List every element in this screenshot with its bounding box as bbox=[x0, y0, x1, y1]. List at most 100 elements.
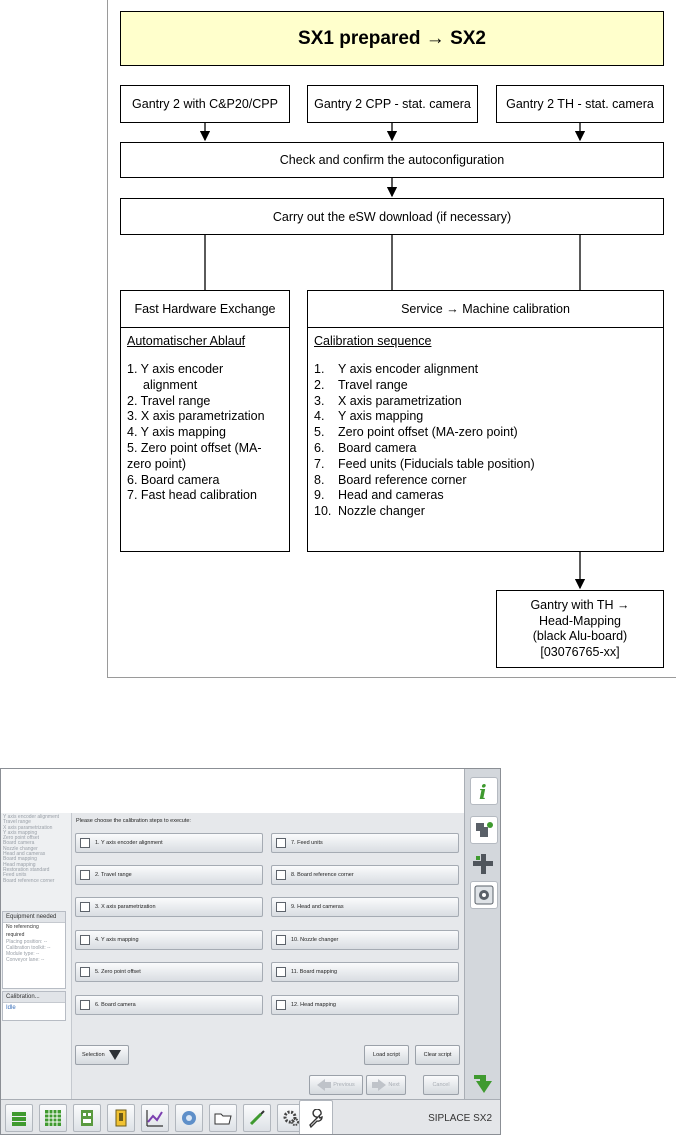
step-checkbox[interactable] bbox=[276, 838, 286, 848]
load-script-button[interactable]: Load script bbox=[364, 1045, 409, 1065]
clear-script-button[interactable]: Clear script bbox=[415, 1045, 460, 1065]
left-step-item: Travel range bbox=[3, 819, 31, 826]
service-item-number: 6. bbox=[314, 440, 325, 455]
service-item: 4.Y axis mapping bbox=[314, 409, 657, 425]
chart-icon[interactable] bbox=[141, 1104, 169, 1132]
step-label: 11. Board mapping bbox=[291, 969, 338, 975]
calibration-prompt: Please choose the calibration steps to e… bbox=[76, 818, 191, 824]
board-icon[interactable] bbox=[73, 1104, 101, 1132]
left-step-item: Feed units bbox=[3, 872, 27, 879]
box-check-text: Check and confirm the autoconfiguration bbox=[279, 153, 505, 167]
step-checkbox[interactable] bbox=[276, 870, 286, 880]
step-button[interactable]: 4. Y axis mapping bbox=[75, 930, 263, 950]
step-label: 1. Y axis encoder alignment bbox=[95, 840, 163, 846]
grid-icon[interactable] bbox=[39, 1104, 67, 1132]
step-checkbox[interactable] bbox=[276, 967, 286, 977]
fhe-list: 1. Y axis encoder alignment 2. Travel ra… bbox=[127, 362, 283, 504]
service-item: 7.Feed units (Fiducials table position) bbox=[314, 457, 657, 473]
fhe-item: alignment bbox=[143, 377, 198, 392]
box-gantry-th-head-mapping: Gantry with TH → Head-Mapping (black Alu… bbox=[496, 590, 664, 668]
step-button[interactable]: 2. Travel range bbox=[75, 865, 263, 885]
box-gantry2-th: Gantry 2 TH - stat. camera bbox=[496, 85, 664, 123]
service-item-number: 2. bbox=[314, 377, 325, 392]
service-item-number: 10. bbox=[314, 504, 332, 519]
calibration-status: Idle bbox=[6, 1005, 16, 1011]
box-gantry2-cpp: Gantry 2 CPP - stat. camera bbox=[307, 85, 478, 123]
step-checkbox[interactable] bbox=[276, 902, 286, 912]
camera-settings-icon[interactable] bbox=[470, 881, 498, 909]
previous-label: Previous bbox=[333, 1082, 355, 1088]
next-button[interactable]: Next bbox=[366, 1075, 406, 1095]
step-checkbox[interactable] bbox=[276, 935, 286, 945]
step-button[interactable]: 6. Board camera bbox=[75, 995, 263, 1015]
fhe-item: 3. X axis parametrization bbox=[127, 409, 265, 424]
step-button[interactable]: 12. Head mapping bbox=[271, 995, 459, 1015]
step-checkbox[interactable] bbox=[276, 1000, 286, 1010]
selection-button[interactable]: Selection bbox=[75, 1045, 129, 1065]
fhe-header-text: Fast Hardware Exchange bbox=[134, 302, 276, 316]
step-button[interactable]: 5. Zero point offset bbox=[75, 962, 263, 982]
step-button[interactable]: 8. Board reference corner bbox=[271, 865, 459, 885]
equipment-sub: Conveyor lane: -- bbox=[6, 957, 45, 963]
step-label: 7. Feed units bbox=[291, 840, 323, 846]
stack-icon[interactable] bbox=[5, 1104, 33, 1132]
step-checkbox[interactable] bbox=[80, 1000, 90, 1010]
service-item-number: 9. bbox=[314, 488, 325, 503]
service-item-label: Head and cameras bbox=[338, 488, 444, 503]
step-checkbox[interactable] bbox=[80, 935, 90, 945]
step-checkbox[interactable] bbox=[80, 902, 90, 912]
arrow-left-icon bbox=[317, 1079, 332, 1091]
service-item-label: Feed units (Fiducials table position) bbox=[338, 456, 535, 471]
folder-icon[interactable] bbox=[209, 1104, 237, 1132]
equipment-line: No referencing bbox=[6, 924, 39, 930]
service-item-label: Y axis encoder alignment bbox=[338, 362, 479, 376]
equipment-panel: Equipment needed No referencing required… bbox=[2, 911, 66, 989]
vision-icon[interactable] bbox=[175, 1104, 203, 1132]
fhe-item: 6. Board camera bbox=[127, 472, 220, 487]
cancel-button[interactable]: Cancel bbox=[423, 1075, 459, 1095]
left-step-item: Nozzle changer bbox=[3, 845, 38, 852]
box-gantry2-cpp-text: Gantry 2 CPP - stat. camera bbox=[314, 96, 471, 111]
axis-calibration-icon[interactable] bbox=[470, 816, 498, 844]
brand-label: SIPLACE SX2 bbox=[428, 1113, 492, 1124]
equipment-sub: Placing position: -- bbox=[6, 939, 48, 945]
step-checkbox[interactable] bbox=[80, 967, 90, 977]
step-checkbox[interactable] bbox=[80, 870, 90, 880]
step-checkbox[interactable] bbox=[80, 838, 90, 848]
step-button[interactable]: 3. X axis parametrization bbox=[75, 897, 263, 917]
box-esw-text: Carry out the eSW download (if necessary… bbox=[272, 209, 512, 224]
info-icon[interactable]: i bbox=[470, 777, 498, 805]
service-item: 5.Zero point offset (MA-zero point) bbox=[314, 425, 657, 441]
previous-button[interactable]: Previous bbox=[309, 1075, 363, 1095]
service-item-label: Zero point offset (MA-zero point) bbox=[338, 425, 518, 440]
service-item-label: Board camera bbox=[338, 440, 417, 455]
nozzle-icon[interactable] bbox=[243, 1104, 271, 1132]
calibration-header: Calibration... bbox=[3, 992, 65, 1003]
gantry-th-line: (black Alu-board) bbox=[532, 629, 628, 643]
wrench-icon-active-tab[interactable] bbox=[299, 1100, 333, 1134]
service-item: 8.Board reference corner bbox=[314, 473, 657, 489]
step-label: 5. Zero point offset bbox=[95, 969, 141, 975]
box-check-autoconfig: Check and confirm the autoconfiguration bbox=[120, 142, 664, 178]
box-gantry2-th-text: Gantry 2 TH - stat. camera bbox=[506, 96, 654, 111]
service-item: 6. Board camera bbox=[314, 441, 657, 457]
box-fast-hw-exchange-body: Automatischer Ablauf 1. Y axis encoder a… bbox=[120, 327, 290, 552]
step-button[interactable]: 10. Nozzle changer bbox=[271, 930, 459, 950]
step-button[interactable]: 9. Head and cameras bbox=[271, 897, 459, 917]
calibration-status-panel: Calibration... Idle bbox=[2, 991, 66, 1021]
feeder-icon[interactable] bbox=[107, 1104, 135, 1132]
step-button[interactable]: 7. Feed units bbox=[271, 833, 459, 853]
arrow-right-icon bbox=[372, 1079, 387, 1091]
step-label: 12. Head mapping bbox=[291, 1002, 336, 1008]
box-service-header: Service → Machine calibration bbox=[307, 290, 664, 328]
step-label: 6. Board camera bbox=[95, 1002, 136, 1008]
step-button[interactable]: 11. Board mapping bbox=[271, 962, 459, 982]
service-item-number: 1. bbox=[314, 362, 325, 376]
bottom-taskbar: SIPLACE SX2 bbox=[1, 1099, 500, 1134]
step-button[interactable]: 1. Y axis encoder alignment bbox=[75, 833, 263, 853]
exit-arrow-icon[interactable] bbox=[470, 1071, 496, 1097]
gantry-icon[interactable] bbox=[470, 851, 496, 877]
left-step-item: Y axis mapping bbox=[3, 829, 38, 836]
